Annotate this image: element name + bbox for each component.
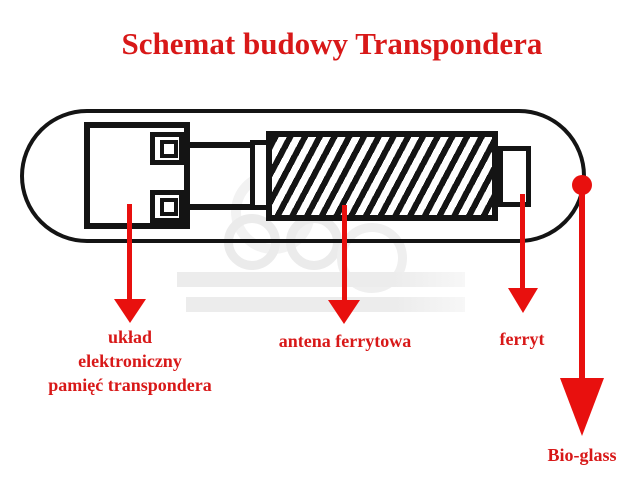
chip-label-line1: układ — [107, 327, 153, 347]
chip-pin-bottom — [150, 190, 184, 223]
chip-label-line3: pamięć transpondera — [48, 375, 212, 395]
chip-label-line2: elektroniczny — [78, 351, 182, 371]
chip-pin-top-contact — [160, 140, 178, 158]
wire-top — [170, 142, 255, 148]
bioglass-arrow-down-icon — [560, 378, 604, 436]
antenna-label: antena ferrytowa — [278, 331, 412, 351]
antenna-arrow-down-icon — [328, 300, 360, 324]
watermark-ring-3 — [337, 223, 407, 293]
ferrite-arrow-shaft — [520, 194, 525, 290]
chip-arrow-down-icon — [114, 299, 146, 323]
ferrite-rod-end — [498, 146, 531, 207]
wire-bottom — [170, 204, 255, 210]
ferrite-arrow-down-icon — [508, 288, 538, 313]
bioglass-label: Bio-glass — [547, 445, 617, 465]
ferrite-label: ferryt — [499, 329, 545, 349]
bioglass-arrow-shaft — [579, 185, 585, 379]
page-title: Schemat budowy Transpondera — [121, 26, 543, 61]
chip-arrow-shaft — [127, 204, 132, 302]
chip-pin-top — [150, 132, 184, 165]
watermark-bar-2 — [186, 297, 465, 312]
chip-pin-bottom-contact — [160, 198, 178, 216]
antenna-arrow-shaft — [342, 205, 347, 302]
watermark-bar-1 — [177, 272, 465, 287]
chip-label: układ elektroniczny pamięć transpondera — [48, 325, 212, 397]
ferrite-antenna-coil — [266, 131, 498, 221]
